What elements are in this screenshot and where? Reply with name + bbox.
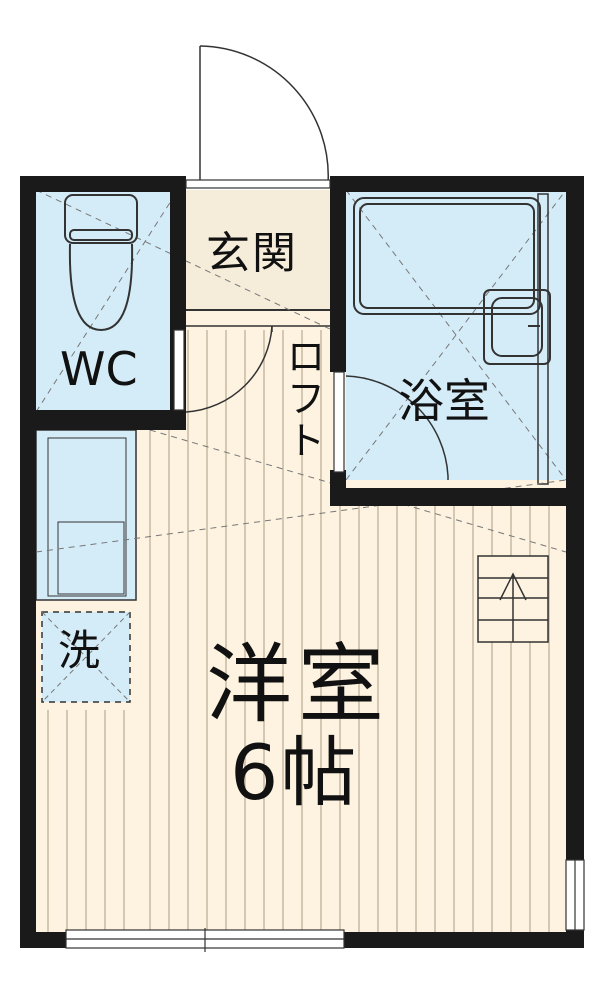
entrance-label: 玄関: [206, 228, 298, 279]
bathroom-label: 浴室: [398, 374, 490, 428]
door-swing-icon: [345, 375, 449, 480]
floorboard-lines: [47, 330, 550, 932]
closet: [36, 430, 136, 600]
entrance-floor: [186, 190, 332, 310]
wc-label: WC: [60, 342, 138, 396]
window-icon: [65, 928, 345, 952]
wc-room: [36, 190, 178, 412]
entry-door-swing: [199, 45, 329, 185]
washer-label: 洗: [58, 626, 101, 675]
stairs-icon: [477, 555, 549, 643]
main-room-size: 6帖: [230, 728, 359, 817]
bathtub-icon: [353, 197, 541, 315]
side-window: [565, 859, 585, 931]
toilet-icon: [64, 194, 138, 332]
main-room-label: 洋室: [206, 635, 390, 735]
washbasin-icon: [483, 289, 551, 365]
wc-door-swing: [185, 325, 273, 413]
loft-label: ロフト: [286, 335, 325, 463]
